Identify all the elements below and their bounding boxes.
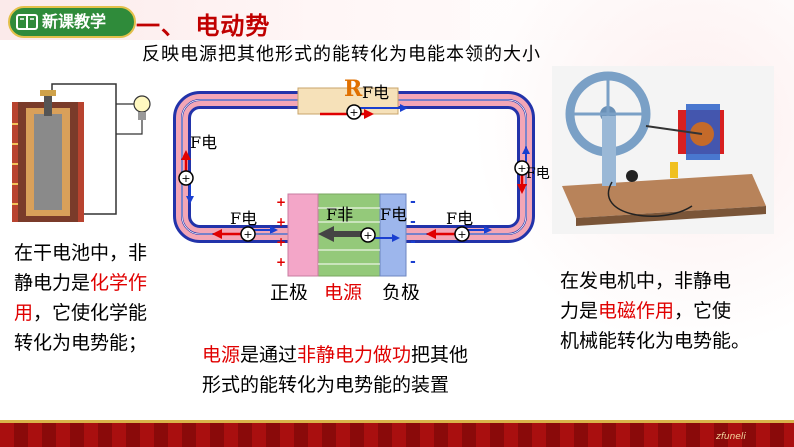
positive-signs: + + + +	[276, 195, 286, 269]
dry-battery-line3: 用，它使化学能	[14, 302, 148, 324]
page-subtitle: 反映电源把其他形式的能转化为电能本领的大小	[142, 44, 541, 65]
generator-description: 在发电机中，非静电 力是电磁作用，它使 机械能转化为电势能。	[560, 266, 750, 356]
dry-battery-illustration	[4, 74, 164, 232]
negative-signs: - - - -	[410, 194, 416, 270]
positive-electrode	[287, 193, 319, 277]
definition-line2: 形式的能转化为电势能的装置	[202, 374, 450, 396]
force-bottom-right-label: F电	[446, 209, 473, 228]
definition-line1: 电源是通过非静电力做功把其他	[202, 344, 469, 366]
negative-pole-label: 负极	[382, 282, 420, 300]
power-source-label: 电源	[324, 282, 362, 300]
force-bottom-left-label: F电	[230, 209, 257, 228]
positive-pole-label: 正极	[270, 282, 308, 300]
charge-inside-source: +	[318, 226, 400, 243]
svg-text:+: +	[276, 255, 286, 269]
force-left-label: F电	[190, 133, 217, 152]
svg-text:+: +	[276, 235, 286, 249]
svg-text:-: -	[410, 214, 416, 230]
charge-bottom-right: +	[426, 226, 492, 242]
section-badge: 新课教学	[8, 6, 136, 38]
charge-top: +	[320, 104, 408, 120]
dry-battery-line2: 静电力是化学作	[14, 272, 148, 294]
generator-line1: 在发电机中，非静电	[560, 270, 732, 292]
svg-text:-: -	[410, 234, 416, 250]
dry-battery-line4: 转化为电势能；	[14, 332, 148, 354]
svg-text:-: -	[410, 194, 416, 210]
force-top-label: F电	[362, 83, 389, 102]
svg-text:+: +	[243, 228, 252, 241]
svg-text:+: +	[363, 229, 372, 242]
svg-text:+: +	[181, 172, 190, 185]
dry-battery-description: 在干电池中，非 静电力是化学作 用，它使化学能 转化为电势能；	[14, 238, 147, 358]
generator-line3: 机械能转化为电势能。	[560, 330, 751, 352]
force-nonstatic-label: F非	[326, 205, 353, 224]
svg-text:+: +	[276, 215, 286, 229]
svg-text:+: +	[457, 228, 466, 241]
resistor-label: R	[344, 78, 363, 102]
page-title: 一、 电动势	[136, 12, 271, 40]
svg-text:+: +	[517, 162, 526, 175]
book-icon	[16, 14, 38, 30]
charge-right: +	[514, 146, 530, 194]
generator-illustration	[552, 66, 774, 234]
badge-label: 新课教学	[42, 12, 107, 31]
charge-bottom-left: +	[212, 226, 278, 242]
svg-text:-: -	[410, 254, 416, 270]
svg-text:+: +	[349, 106, 358, 119]
power-source-definition: 电源是通过非静电力做功把其他 形式的能转化为电势能的装置	[202, 340, 468, 400]
generator-line2: 力是电磁作用，它使	[560, 300, 732, 322]
footer-bar	[0, 420, 794, 447]
dry-battery-line1: 在干电池中，非	[14, 242, 148, 264]
svg-text:+: +	[276, 195, 286, 209]
charge-left: +	[178, 150, 194, 204]
footer-accent-line	[0, 420, 794, 423]
footer-logo: zfuneli	[716, 432, 746, 442]
circuit-diagram: + + + + + +	[173, 78, 550, 300]
force-inside-label: F电	[380, 205, 407, 224]
force-right-label: F电	[526, 166, 550, 182]
